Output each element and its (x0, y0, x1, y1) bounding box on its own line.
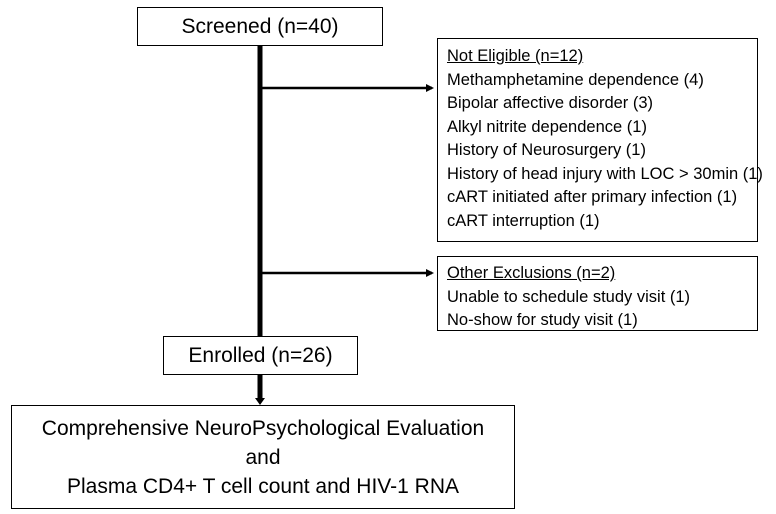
screened-box: Screened (n=40) (137, 7, 383, 46)
other-exclusions-heading: Other Exclusions (n=2) (447, 264, 616, 282)
not-eligible-item: cART interruption (1) (447, 211, 600, 230)
evaluation-line-2: and (245, 445, 281, 469)
not-eligible-box: Not Eligible (n=12) Methamphetamine depe… (437, 38, 763, 242)
evaluation-line-3: Plasma CD4+ T cell count and HIV-1 RNA (67, 474, 459, 498)
not-eligible-item: History of head injury with LOC > 30min … (447, 164, 763, 183)
enrolled-label: Enrolled (n=26) (188, 343, 333, 367)
enrolled-box: Enrolled (n=26) (163, 336, 358, 375)
other-exclusions-item: Unable to schedule study visit (1) (447, 287, 691, 306)
other-exclusions-box: Other Exclusions (n=2) Unable to schedul… (437, 256, 758, 331)
not-eligible-item: Methamphetamine dependence (4) (447, 70, 704, 89)
evaluation-line-1: Comprehensive NeuroPsychological Evaluat… (41, 416, 485, 440)
evaluation-box: Comprehensive NeuroPsychological Evaluat… (11, 405, 515, 509)
screened-label: Screened (n=40) (181, 14, 339, 38)
not-eligible-item: History of Neurosurgery (1) (447, 141, 646, 159)
enrolled-to-final-arrowhead (255, 398, 265, 405)
not-eligible-heading: Not Eligible (n=12) (447, 47, 584, 65)
not-eligible-item: Bipolar affective disorder (3) (447, 94, 654, 112)
other-exclusions-item: No-show for study visit (1) (447, 311, 638, 329)
not-eligible-item: cART initiated after primary infection (… (447, 188, 738, 206)
not-eligible-item: Alkyl nitrite dependence (1) (447, 117, 647, 136)
